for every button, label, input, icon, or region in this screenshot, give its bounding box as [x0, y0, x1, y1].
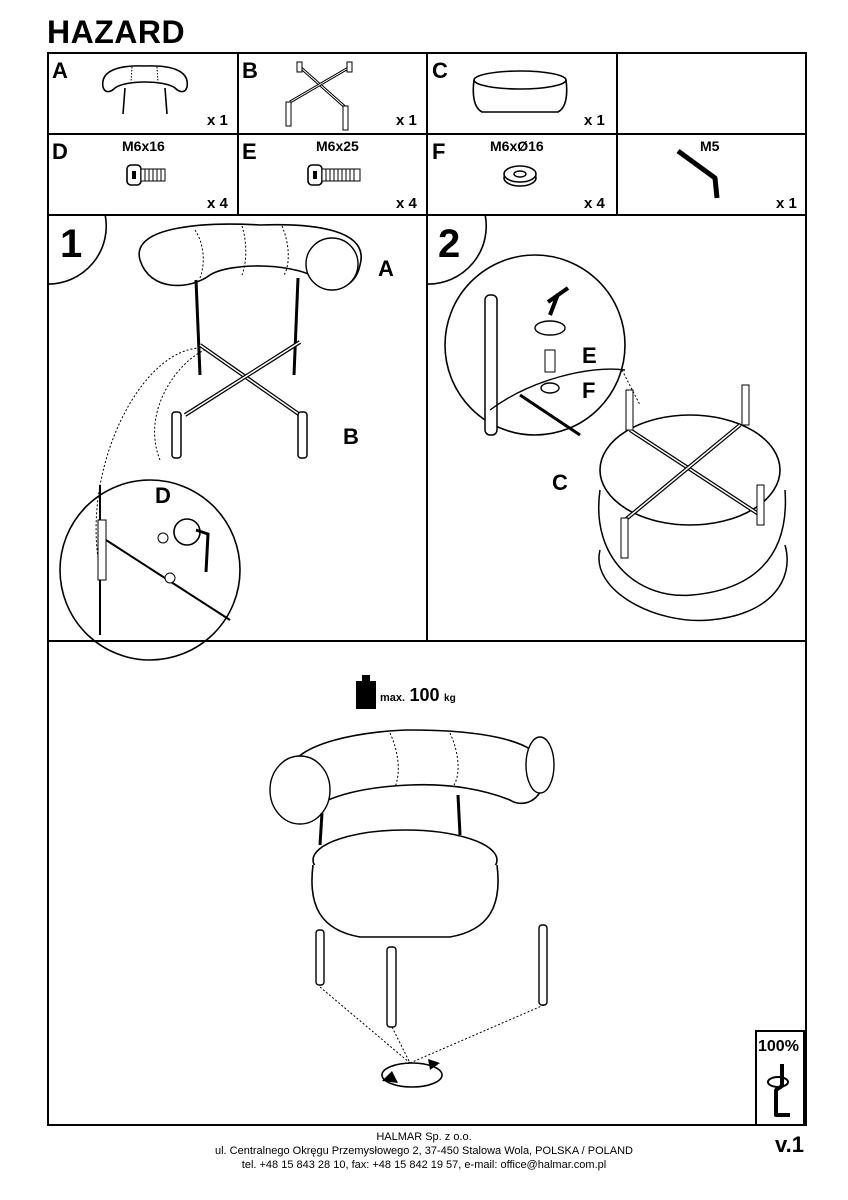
parts-table-divider	[616, 52, 618, 216]
part-letter-e: E	[242, 139, 257, 164]
washer-icon	[503, 165, 537, 187]
step-1-label-a: A	[378, 256, 394, 281]
allen-key-icon	[676, 148, 720, 199]
assembled-chair-illustration	[269, 729, 555, 1088]
cross-frame-icon	[285, 61, 353, 131]
allen-key-rotation-icon	[767, 1064, 790, 1117]
part-qty-c: x 1	[584, 112, 605, 129]
tighten-badge	[755, 1030, 805, 1126]
backrest-icon	[102, 65, 188, 115]
product-title: HAZARD	[47, 14, 186, 50]
step-1-number: 1	[60, 222, 83, 266]
final-frame	[47, 640, 807, 1126]
bolt-m6x16-icon	[126, 164, 166, 186]
step-2-illustration	[444, 254, 788, 622]
part-letter-b: B	[242, 58, 258, 83]
step-1-illustration	[59, 223, 362, 661]
step-1-badge	[46, 213, 108, 285]
max-load-unit: kg	[444, 693, 456, 704]
step-2-label-e: E	[582, 343, 597, 368]
step-2-number: 2	[438, 222, 461, 266]
max-load-label: max. 100 kg	[380, 685, 456, 706]
step-2-label-c: C	[552, 470, 568, 495]
part-qty-a: x 1	[207, 112, 228, 129]
part-spec-d: M6x16	[122, 138, 165, 154]
steps-divider	[426, 214, 428, 642]
footer-address: ul. Centralnego Okręgu Przemysłowego 2, …	[214, 1145, 633, 1157]
part-qty-d: x 4	[207, 195, 228, 212]
step-1-label-b: B	[343, 424, 359, 449]
bolt-m6x25-icon	[307, 164, 361, 186]
part-letter-f: F	[432, 139, 446, 164]
max-load-prefix: max.	[380, 692, 406, 704]
part-qty-e: x 4	[396, 195, 417, 212]
part-letter-d: D	[52, 139, 68, 164]
part-qty-f: x 4	[584, 195, 605, 212]
weight-icon	[356, 675, 376, 709]
footer-company: HALMAR Sp. z o.o.	[376, 1131, 472, 1143]
step-1-label-d: D	[155, 483, 171, 508]
max-load-value: 100	[409, 685, 440, 705]
part-letter-c: C	[432, 58, 448, 83]
part-qty-b: x 1	[396, 112, 417, 129]
part-spec-f: M6xØ16	[490, 138, 544, 154]
step-2-label-f: F	[582, 378, 596, 403]
part-qty-allen-key: x 1	[776, 195, 797, 212]
part-letter-a: A	[52, 58, 68, 83]
document-version: v.1	[775, 1132, 804, 1157]
part-spec-e: M6x25	[316, 138, 359, 154]
step-2-badge	[426, 213, 488, 285]
tighten-badge-label: 100%	[758, 1038, 799, 1055]
parts-table-divider	[426, 52, 428, 216]
parts-table-divider	[237, 52, 239, 216]
seat-cushion-icon	[472, 70, 568, 113]
footer-contact: tel. +48 15 843 28 10, fax: +48 15 842 1…	[241, 1159, 607, 1171]
part-spec-allen-key: M5	[700, 138, 720, 154]
